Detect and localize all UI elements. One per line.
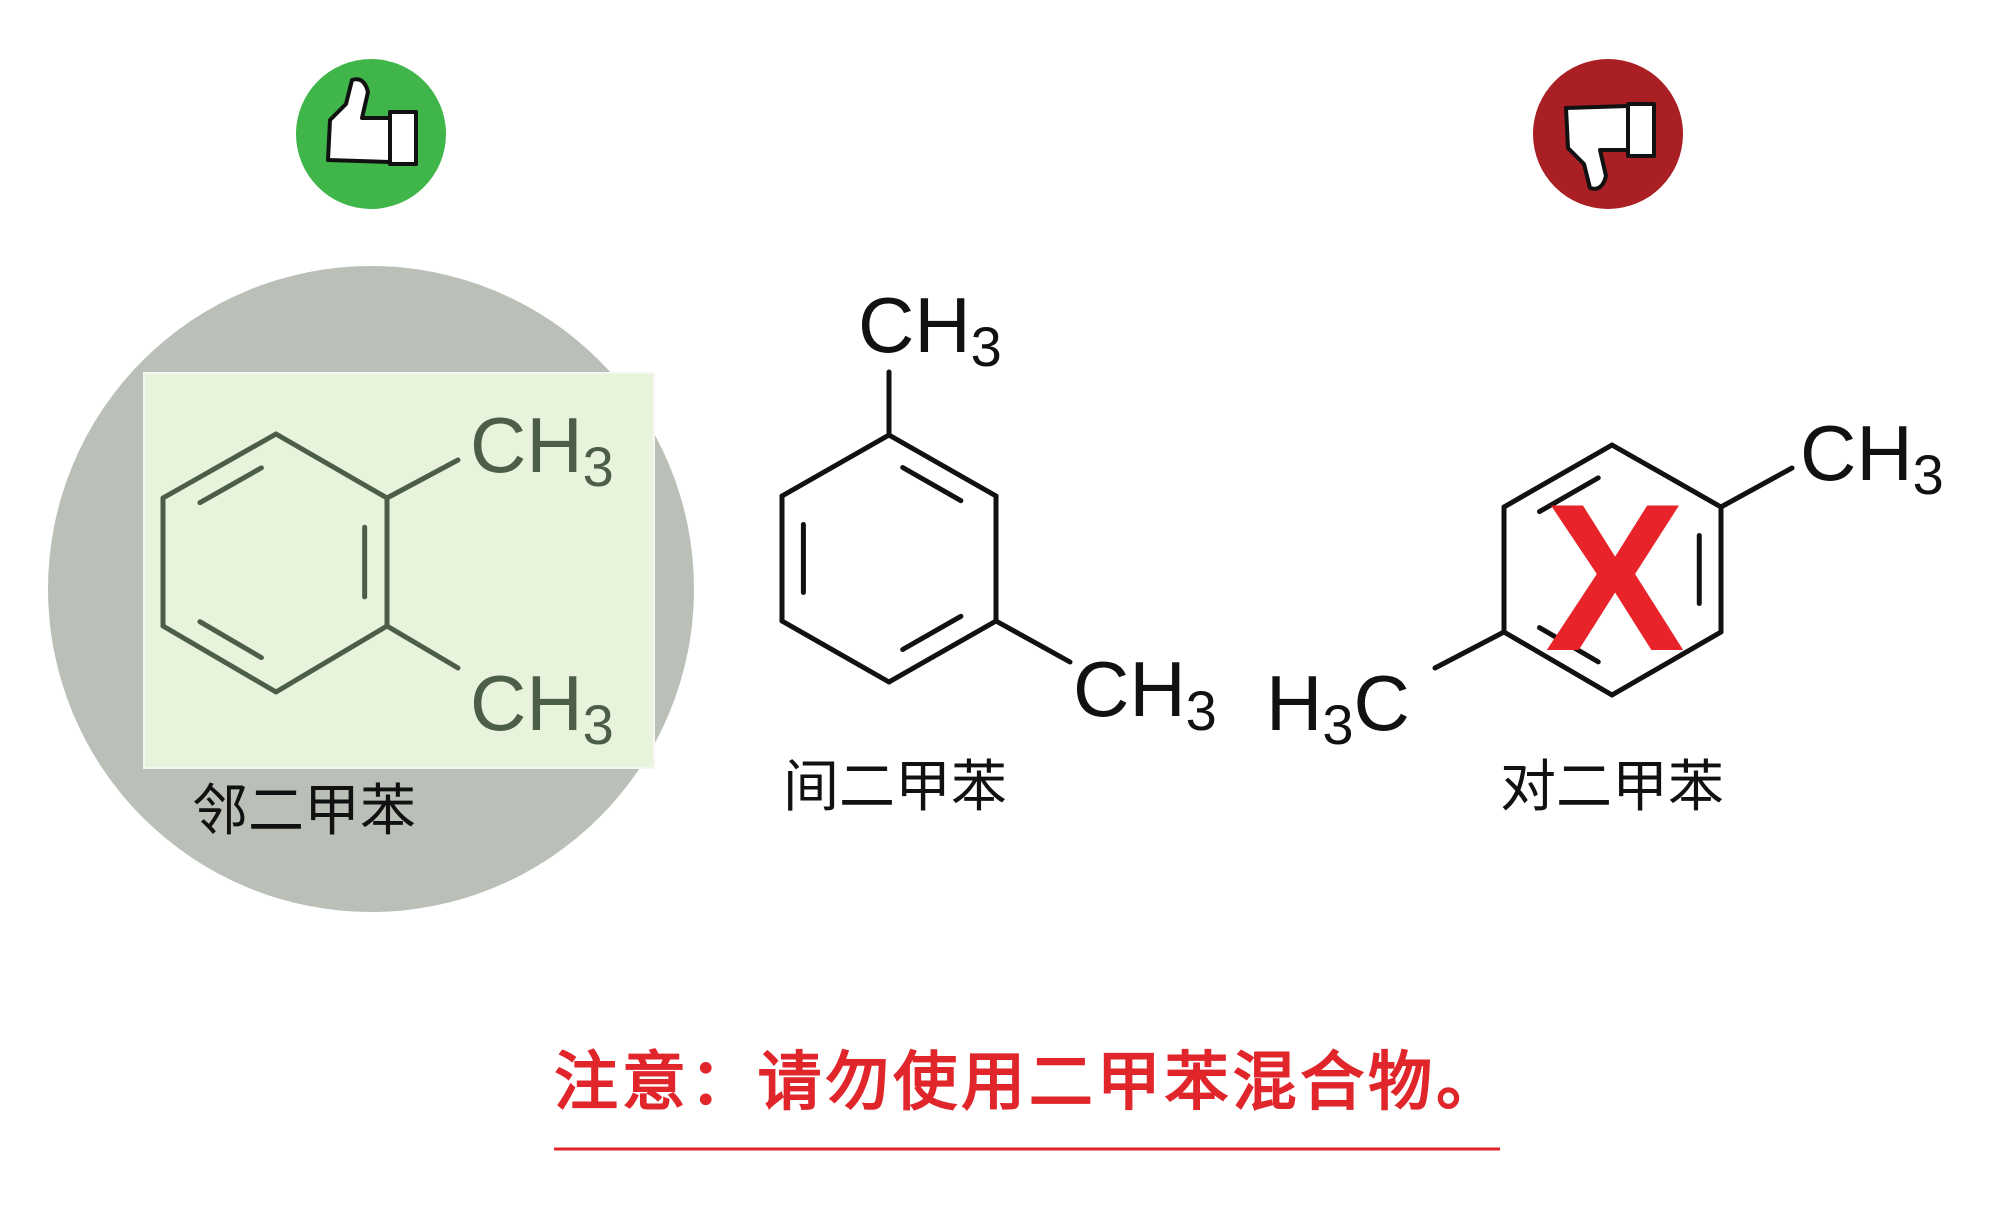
para-substituent-bond [1432,629,1507,671]
meta-ring-bond [779,618,892,685]
meta-ch3-top: CH3 [858,281,1002,378]
para-double-bond [1536,625,1601,665]
ortho-ring-bond [160,431,279,501]
para-ring-bond [1501,629,1615,698]
para-ring-bond [1609,442,1724,510]
meta-ring-bond [779,432,892,499]
meta-double-bond [900,613,964,652]
ortho-ch3-bottom: CH3 [470,659,614,756]
para-double-bond [1536,475,1601,515]
ortho-ring-bond [160,623,279,695]
para-substituent-bond [1718,465,1795,510]
meta-xylene-label: 间二甲苯 [783,755,1007,820]
warning-notice: 注意：请勿使用二甲苯混合物。 [554,1046,1500,1120]
meta-ch3-bottom: CH3 [1073,645,1217,742]
recommended-highlight-box [143,372,655,769]
meta-ring-bond [886,618,999,685]
ortho-substituent-bond [384,623,461,671]
meta-double-bond [900,465,964,504]
para-h3c-left: H3C [1266,659,1410,756]
ortho-ring-bond [273,623,390,695]
para-ring-bond [1501,442,1615,510]
thumbs-up-icon [326,77,418,166]
ortho-xylene-label: 邻二甲苯 [192,779,416,844]
meta-ring-bond [886,432,999,499]
meta-substituent-bond [993,618,1073,665]
thumbs-down-badge [1533,59,1683,209]
ortho-ring-bond [273,431,390,501]
thumbs-down-icon [1564,102,1656,191]
ortho-double-bond [197,465,264,506]
para-xylene-label: 对二甲苯 [1500,755,1724,820]
ortho-substituent-bond [384,457,461,501]
para-ch3-right: CH3 [1800,409,1944,506]
thumbs-up-badge [296,59,446,209]
reject-x-mark: X [1545,460,1685,695]
ortho-ch3-top: CH3 [470,401,614,498]
para-ring-bond [1609,629,1724,698]
ortho-double-bond [197,619,264,661]
